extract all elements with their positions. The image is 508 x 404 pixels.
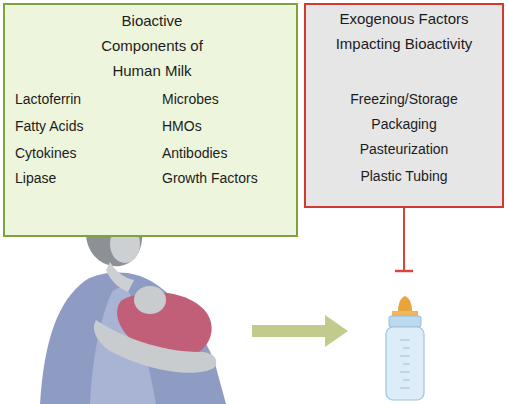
transfer-arrow bbox=[252, 315, 348, 347]
baby-head bbox=[134, 286, 166, 314]
inhibition-stem bbox=[403, 208, 405, 271]
measure-lines bbox=[400, 340, 410, 388]
list-item: Pasteurization bbox=[306, 139, 502, 159]
bottle-collar bbox=[389, 316, 421, 327]
mother-arm bbox=[94, 320, 216, 373]
mother-clothes bbox=[40, 273, 226, 404]
baby-bottle bbox=[386, 296, 424, 400]
arrow-head bbox=[325, 315, 348, 347]
list-item: Freezing/Storage bbox=[306, 89, 502, 109]
list-item: Cytokines bbox=[15, 143, 155, 163]
inhibition-line bbox=[395, 208, 413, 271]
box-heading: Bioactive Components of Human Milk bbox=[77, 8, 227, 83]
bottle-nipple bbox=[398, 296, 412, 312]
list-item: Fatty Acids bbox=[15, 116, 155, 136]
inhibition-bar bbox=[395, 270, 413, 273]
list-item: Packaging bbox=[306, 114, 502, 134]
list-item: Lipase bbox=[15, 168, 155, 188]
list-item: Growth Factors bbox=[162, 168, 296, 188]
box-heading: Exogenous Factors Impacting Bioactivity bbox=[334, 6, 474, 56]
list-item: Antibodies bbox=[162, 143, 296, 163]
nipple-base bbox=[392, 311, 418, 316]
list-item: Plastic Tubing bbox=[306, 166, 502, 186]
list-item: Lactoferrin bbox=[15, 89, 155, 109]
bottle-body bbox=[386, 327, 424, 400]
list-item: Microbes bbox=[162, 89, 296, 109]
component-box: Bioactive Components of Human MilkLactof… bbox=[3, 3, 298, 237]
factor-box: Exogenous Factors Impacting BioactivityF… bbox=[304, 3, 504, 208]
list-item: HMOs bbox=[162, 116, 296, 136]
mother-neck bbox=[106, 262, 134, 292]
arrow-shaft bbox=[252, 325, 326, 337]
